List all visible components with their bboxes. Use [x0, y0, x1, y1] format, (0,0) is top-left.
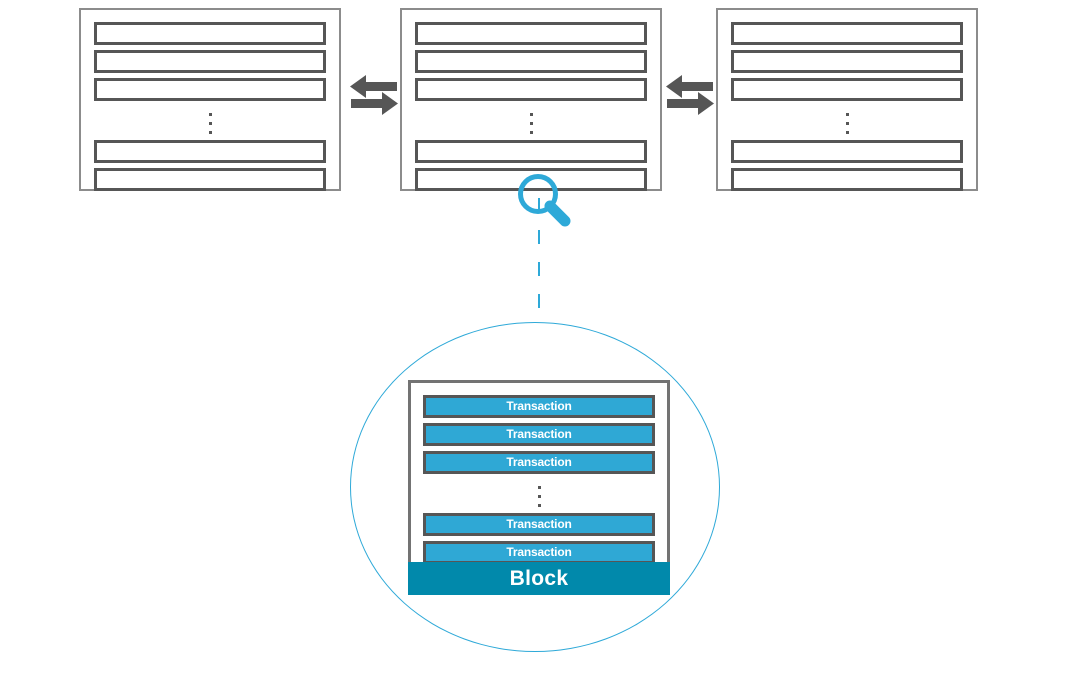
ellipsis-dot — [529, 121, 533, 125]
chain-block-right[interactable] — [716, 8, 978, 191]
block-row — [415, 140, 647, 163]
block-row — [94, 50, 326, 73]
ellipsis-dot — [537, 494, 541, 498]
block-rows — [94, 22, 326, 191]
block-row — [94, 22, 326, 45]
block-row — [731, 50, 963, 73]
transaction-row[interactable]: Transaction — [423, 451, 655, 474]
arrow-left-icon — [350, 75, 397, 98]
block-row — [731, 140, 963, 163]
arrow-left-icon — [666, 75, 713, 98]
ellipsis-dot — [845, 130, 849, 134]
magnifying-glass-icon[interactable] — [511, 172, 591, 234]
ellipsis-dot — [529, 112, 533, 116]
block-row — [415, 22, 647, 45]
ellipsis-dot — [529, 130, 533, 134]
ellipsis-dot — [845, 112, 849, 116]
block-row — [731, 168, 963, 191]
ellipsis-dot — [208, 130, 212, 134]
ellipsis-dot — [208, 112, 212, 116]
dashed-connector — [533, 198, 545, 328]
block-row — [415, 78, 647, 101]
bidirectional-arrows-right — [665, 73, 715, 118]
arrow-right-icon — [351, 92, 398, 115]
vertical-ellipsis — [423, 479, 655, 513]
transaction-row[interactable]: Transaction — [423, 513, 655, 536]
block-card-body: Transaction Transaction Transaction Tran… — [408, 380, 670, 564]
bidirectional-arrows-left — [349, 73, 399, 118]
block-label: Block — [408, 562, 670, 595]
block-rows — [731, 22, 963, 191]
transaction-row[interactable]: Transaction — [423, 395, 655, 418]
block-row — [731, 22, 963, 45]
block-row — [731, 78, 963, 101]
vertical-ellipsis — [94, 106, 326, 140]
arrow-right-icon — [667, 92, 714, 115]
chain-block-left[interactable] — [79, 8, 341, 191]
block-row — [94, 168, 326, 191]
transaction-row[interactable]: Transaction — [423, 423, 655, 446]
block-rows — [415, 22, 647, 191]
ellipsis-dot — [845, 121, 849, 125]
vertical-ellipsis — [731, 106, 963, 140]
vertical-ellipsis — [415, 106, 647, 140]
ellipsis-dot — [208, 121, 212, 125]
block-row — [94, 78, 326, 101]
chain-block-center[interactable] — [400, 8, 662, 191]
transaction-row[interactable]: Transaction — [423, 541, 655, 564]
magnified-block-card[interactable]: Transaction Transaction Transaction Tran… — [408, 380, 670, 595]
ellipsis-dot — [537, 485, 541, 489]
block-row — [94, 140, 326, 163]
ellipsis-dot — [537, 503, 541, 507]
block-row — [415, 50, 647, 73]
